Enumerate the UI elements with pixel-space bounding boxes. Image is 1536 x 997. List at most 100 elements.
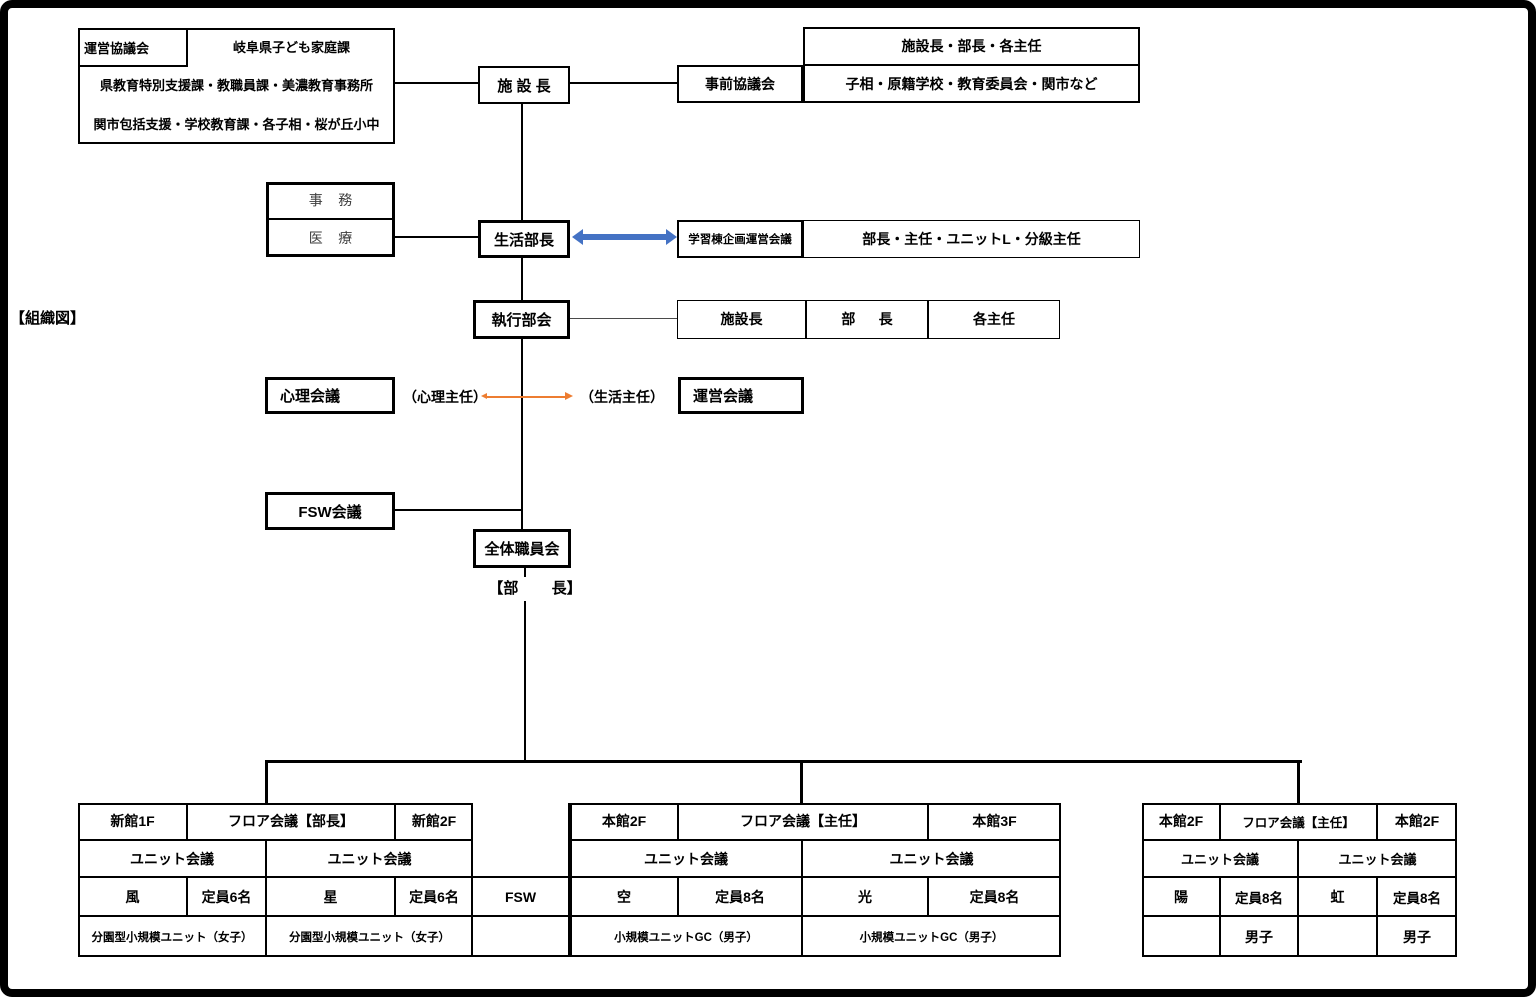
left-note1-cell: 分園型小規模ユニット（女子）	[91, 931, 253, 944]
mid-h2	[570, 876, 1061, 878]
fsw-meeting-label: FSW会議	[298, 503, 362, 521]
connector-exec-allstaff	[521, 339, 523, 529]
left-h1	[78, 839, 473, 841]
right-unit2-name-cell: 虹	[1330, 888, 1345, 905]
connector-director-lifedirector	[521, 104, 523, 220]
middle-note1-cell: 小規模ユニットGC（男子）	[614, 931, 758, 944]
left-unit2-name-cell: 星	[323, 888, 338, 905]
arrowhead-right-icon	[666, 229, 677, 245]
right-unit2-cap-cell: 定員8名	[1392, 890, 1441, 906]
facility-director-label: 施 設 長	[497, 77, 551, 95]
left-v1	[186, 803, 188, 841]
left-v2	[186, 876, 188, 917]
mid-v1	[677, 803, 679, 841]
mid-h3	[570, 915, 1061, 917]
mid-v2	[677, 876, 679, 917]
left-h3	[78, 915, 473, 917]
arrowhead-left-icon	[572, 229, 583, 245]
bottom-drop-middle	[800, 760, 803, 805]
council-label: 運営協議会	[84, 41, 150, 56]
mid-h1	[570, 839, 1061, 841]
middle-unit1-name-cell: 空	[617, 888, 631, 905]
learning-wing-members-label: 部長・主任・ユニットL・分級主任	[862, 231, 1081, 247]
right-h2	[1142, 876, 1457, 878]
middle-unit2-name-cell: 光	[858, 888, 872, 905]
external-orgs-box	[78, 28, 395, 144]
middle-floor1-cell: 本館2F	[601, 813, 647, 829]
facility-director-box: 施 設 長	[478, 66, 570, 104]
right-floor2-cell: 本館2F	[1394, 813, 1440, 829]
right-floor-meeting-cell: フロア会議【主任】	[1242, 815, 1355, 830]
executive-members-table	[677, 300, 1060, 339]
left-floor2-cell: 新館2F	[411, 813, 457, 829]
right-h1	[1142, 839, 1457, 841]
steering-meeting-label: 運営会議	[693, 388, 754, 405]
fsw-col-h1	[471, 876, 570, 878]
psychology-meeting-box: 心理会議	[265, 377, 395, 414]
middle-floor2-cell: 本館3F	[972, 813, 1017, 829]
all-staff-meeting-box: 全体職員会	[473, 529, 571, 568]
psychology-meeting-label: 心理会議	[280, 388, 341, 405]
life-chief-label: （生活主任）	[580, 389, 664, 405]
left-unit-meeting2-cell: ユニット会議	[327, 850, 412, 867]
connector-office-lifedirector	[395, 236, 478, 238]
left-unit1-name-cell: 風	[125, 888, 140, 905]
learning-wing-members-box: 部長・主任・ユニットL・分級主任	[803, 220, 1140, 258]
connector-lifedirector-exec	[521, 258, 523, 300]
right-unit1-cap-cell: 定員8名	[1234, 890, 1283, 906]
executive-meeting-box: 執行部会	[473, 300, 570, 339]
fsw-col-h2	[471, 915, 570, 917]
life-director-box: 生活部長	[478, 220, 570, 258]
middle-unit2-cap-cell: 定員8名	[969, 888, 1020, 905]
connector-fsw-mainline	[395, 509, 522, 511]
executive-member-cell2: 部 長	[841, 311, 893, 327]
middle-floor-meeting-cell: フロア会議【主任】	[740, 813, 866, 829]
left-note2-cell: 分園型小規模ユニット（女子）	[289, 931, 450, 944]
orange-arrowhead-right-icon	[565, 392, 573, 400]
executive-meeting-label: 執行部会	[491, 312, 552, 329]
left-unit1-cap-cell: 定員6名	[201, 888, 252, 905]
right-v1	[1219, 803, 1221, 841]
middle-note2-cell: 小規模ユニットGC（男子）	[859, 931, 1004, 944]
mid-v3	[801, 839, 803, 957]
pre-meeting-members-row1: 施設長・部長・各主任	[901, 38, 1042, 54]
left-h2	[78, 876, 473, 878]
executive-members-divider2	[927, 300, 929, 339]
right-unit-meeting2-cell: ユニット会議	[1338, 852, 1417, 867]
council-box: 運営協議会	[78, 28, 188, 67]
left-unit2-cap-cell: 定員6名	[409, 888, 459, 905]
left-v4	[394, 803, 396, 841]
pre-meeting-table-divider	[803, 64, 1140, 66]
connector-director-premeeting	[570, 82, 677, 84]
left-unit-meeting1-cell: ユニット会議	[130, 850, 214, 867]
left-v3	[265, 839, 267, 957]
medical-label: 医 療	[308, 230, 353, 246]
orange-arrowhead-left-icon	[481, 393, 487, 399]
executive-member-cell1: 施設長	[720, 311, 763, 327]
fsw-col-h3	[471, 955, 570, 957]
external-orgs-line3: 関市包括支援・学校教育課・各子相・桜が丘小中	[93, 117, 380, 132]
right-v5	[1376, 876, 1378, 957]
right-unit1-name-cell: 陽	[1174, 888, 1188, 905]
right-unit-meeting1-cell: ユニット会議	[1180, 852, 1259, 867]
office-label: 事 務	[308, 192, 353, 208]
life-director-label: 生活部長	[493, 231, 554, 249]
bottom-connector-horizontal	[265, 760, 1302, 763]
left-floor-meeting-cell: フロア会議【部長】	[228, 813, 354, 829]
connector-extorgs-director	[395, 82, 478, 84]
right-h3	[1142, 915, 1457, 917]
pre-meeting-label: 事前協議会	[705, 76, 775, 92]
fsw-cell: FSW	[504, 888, 537, 905]
connector-exec-members	[570, 318, 677, 319]
orange-arrow-icon	[481, 391, 573, 402]
unit-table-middle	[570, 803, 1061, 957]
right-v4	[1376, 803, 1378, 841]
fsw-col-right-border	[568, 803, 570, 957]
pre-meeting-members-row2: 子相・原籍学校・教育委員会・関市など	[845, 76, 1098, 92]
director-caption: 【部 長】	[477, 577, 593, 601]
right-v2	[1219, 876, 1221, 957]
left-v5	[394, 876, 396, 917]
external-orgs-line2: 県教育特別支援課・教職員課・美濃教育事務所	[99, 78, 373, 93]
left-floor1-cell: 新館1F	[110, 813, 155, 829]
fsw-meeting-box: FSW会議	[265, 492, 395, 530]
